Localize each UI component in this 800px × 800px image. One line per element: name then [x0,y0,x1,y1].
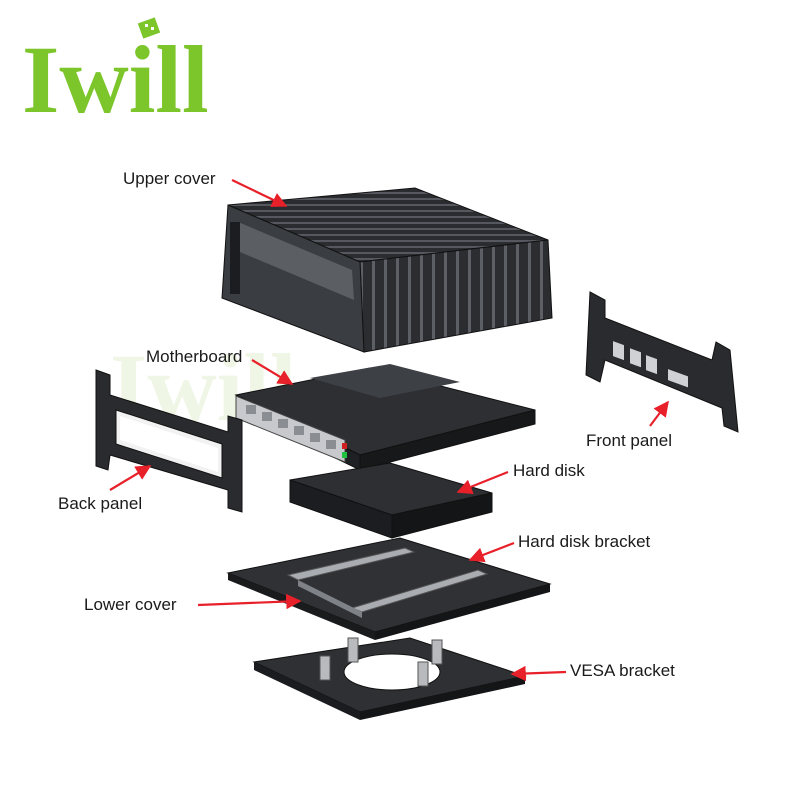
upper-cover-part [221,187,553,353]
label-lower-cover: Lower cover [84,595,177,614]
label-front-panel: Front panel [586,431,672,450]
hard-disk-bracket-part [286,547,489,618]
back-panel-part [95,369,243,513]
arrow-hard-disk [456,470,509,495]
arrow-vesa-bracket [510,665,567,682]
logo-text: Iwill [22,26,209,133]
motherboard-part [234,364,536,471]
arrow-front-panel [649,400,669,427]
arrow-upper-cover [231,179,288,207]
label-back-panel: Back panel [58,494,142,513]
arrow-motherboard [251,359,294,385]
arrow-back-panel [109,465,152,491]
label-vesa-bracket: VESA bracket [570,661,675,680]
logo-leaf-icon [137,17,161,39]
front-panel-part [585,291,739,433]
label-motherboard: Motherboard [146,347,242,366]
label-upper-cover: Upper cover [123,169,216,188]
arrow-hard-disk-bracket [468,541,515,563]
arrow-lower-cover [197,593,302,610]
label-hard-disk: Hard disk [513,461,585,480]
vesa-bracket-part [252,637,527,720]
label-hard-disk-bracket: Hard disk bracket [518,532,651,551]
hard-disk-part [289,462,493,539]
brand-logo: Iwill [22,17,209,133]
